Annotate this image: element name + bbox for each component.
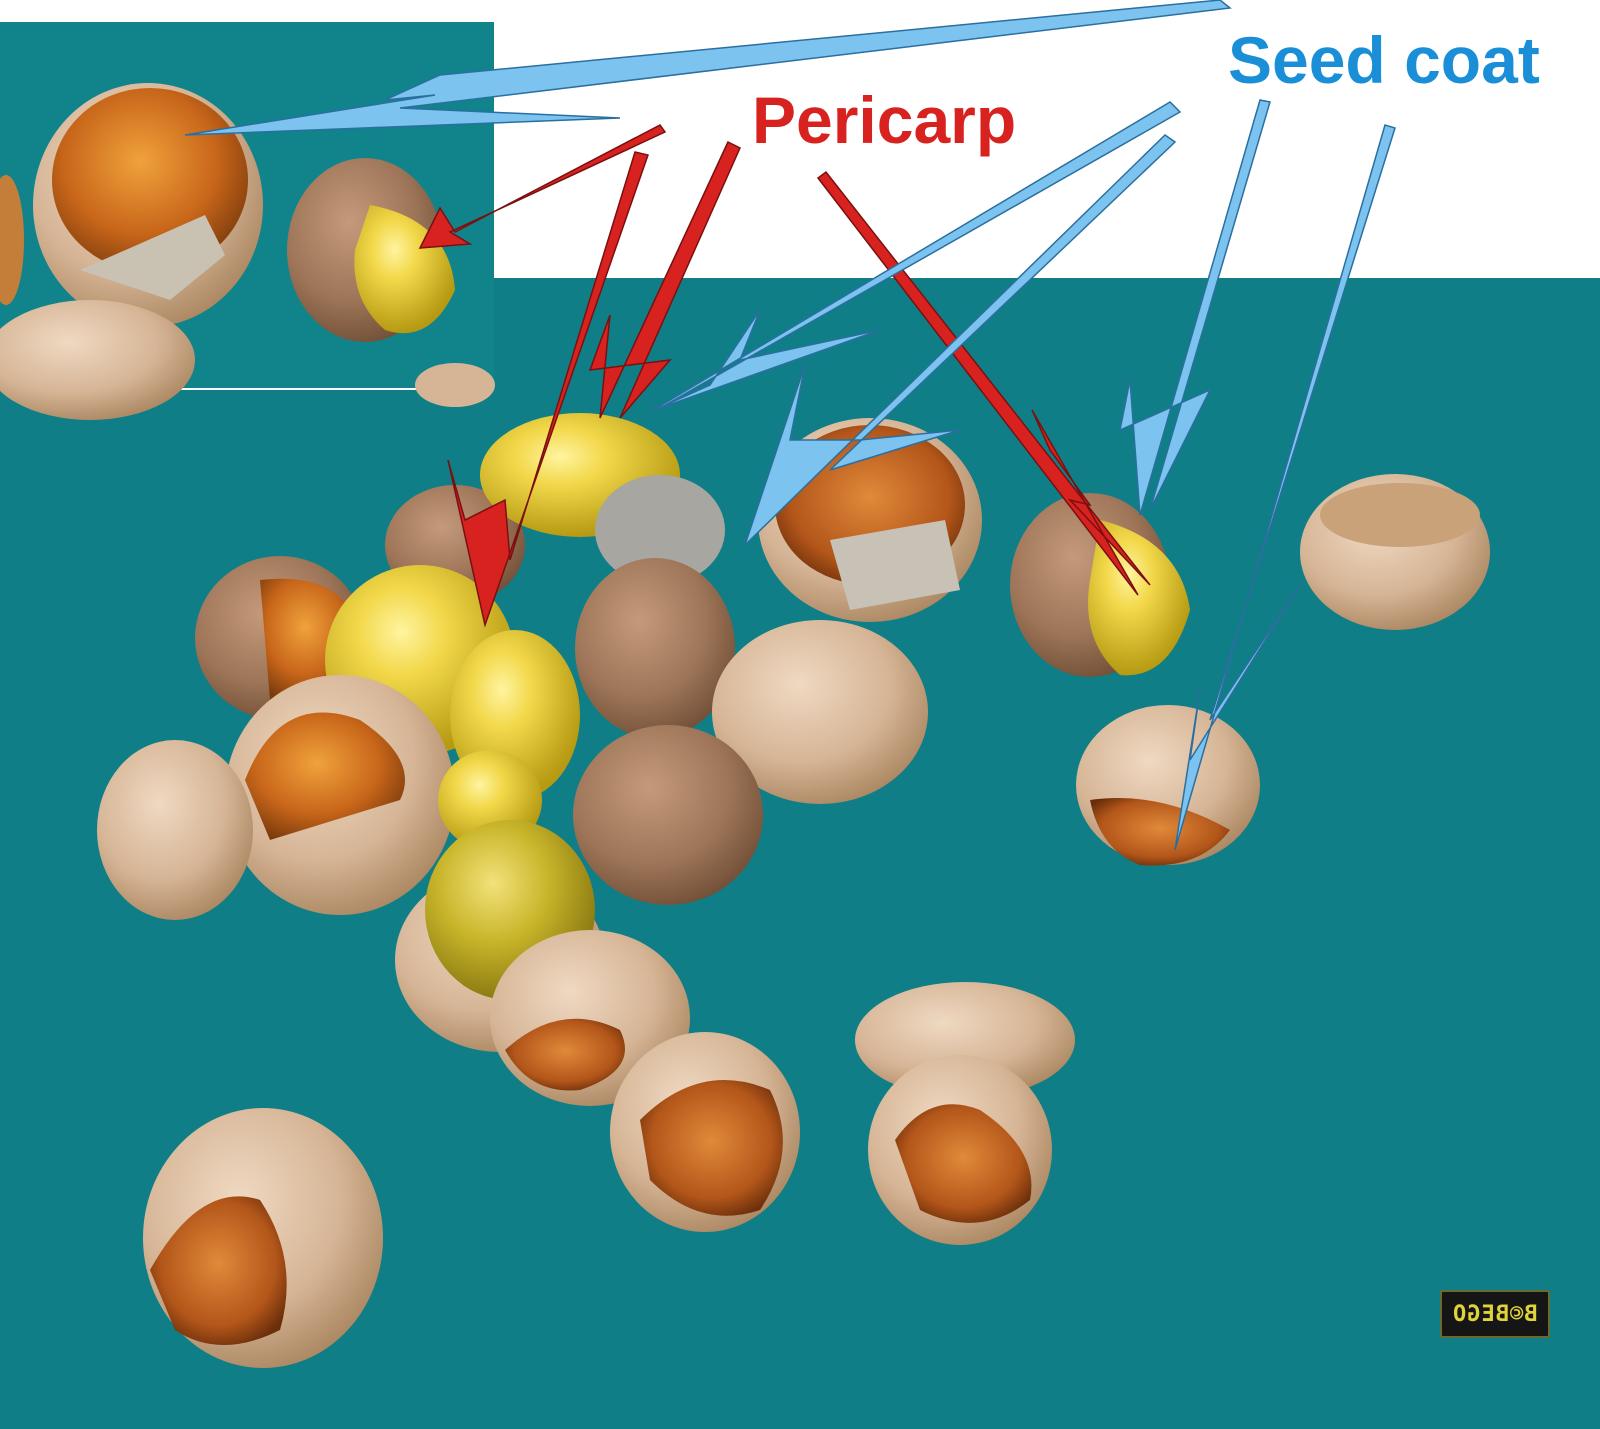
watermark-logo: B©BEGO (1440, 1290, 1550, 1338)
seed-coat-label: Seed coat (1228, 23, 1540, 97)
watermark-text: B©BEGO (1452, 1301, 1538, 1327)
pericarp-label: Pericarp (752, 83, 1017, 157)
